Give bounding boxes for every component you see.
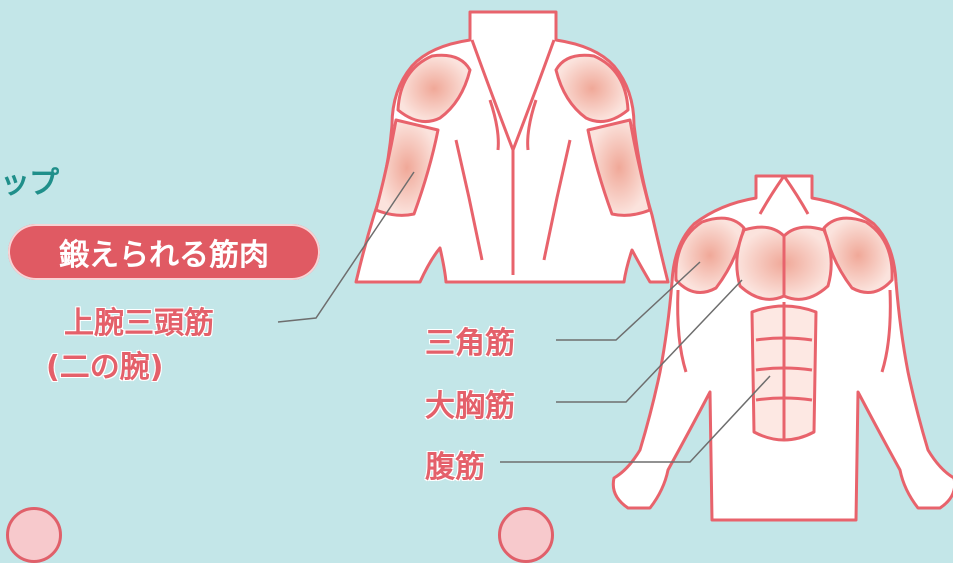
label-triceps: 上腕三頭筋: [64, 306, 215, 342]
step-marker-left: [6, 507, 62, 563]
left-triceps-back: [374, 118, 440, 217]
leader-lines: [277, 171, 771, 463]
label-deltoid: 三角筋: [425, 326, 516, 362]
section-title-fragment: ップ: [0, 166, 59, 201]
right-triceps-back: [586, 118, 652, 217]
label-triceps-alt: (二の腕): [46, 350, 164, 386]
muscle-diagram: ップ 鍛えられる筋肉 上腕三頭筋 (二の腕) 三角筋 大胸筋 腹筋: [0, 10, 953, 563]
leader-pectoral: [556, 279, 743, 403]
leader-deltoid: [556, 261, 701, 341]
trained-muscles-label: 鍛えられる筋肉: [59, 238, 269, 273]
left-deltoid: [674, 216, 746, 294]
leader-triceps: [277, 171, 415, 323]
right-deltoid: [822, 216, 894, 294]
step-marker-right: [498, 507, 554, 563]
front-figure: [611, 174, 953, 522]
leader-abdominal: [500, 375, 771, 463]
trained-muscles-badge: 鍛えられる筋肉: [8, 224, 320, 280]
body-illustrations: [277, 10, 953, 522]
label-abdominal: 腹筋: [425, 450, 486, 486]
left-shoulder-back: [396, 53, 472, 124]
label-pectoral: 大胸筋: [425, 389, 516, 425]
back-figure: [354, 10, 670, 284]
right-shoulder-back: [554, 53, 630, 124]
